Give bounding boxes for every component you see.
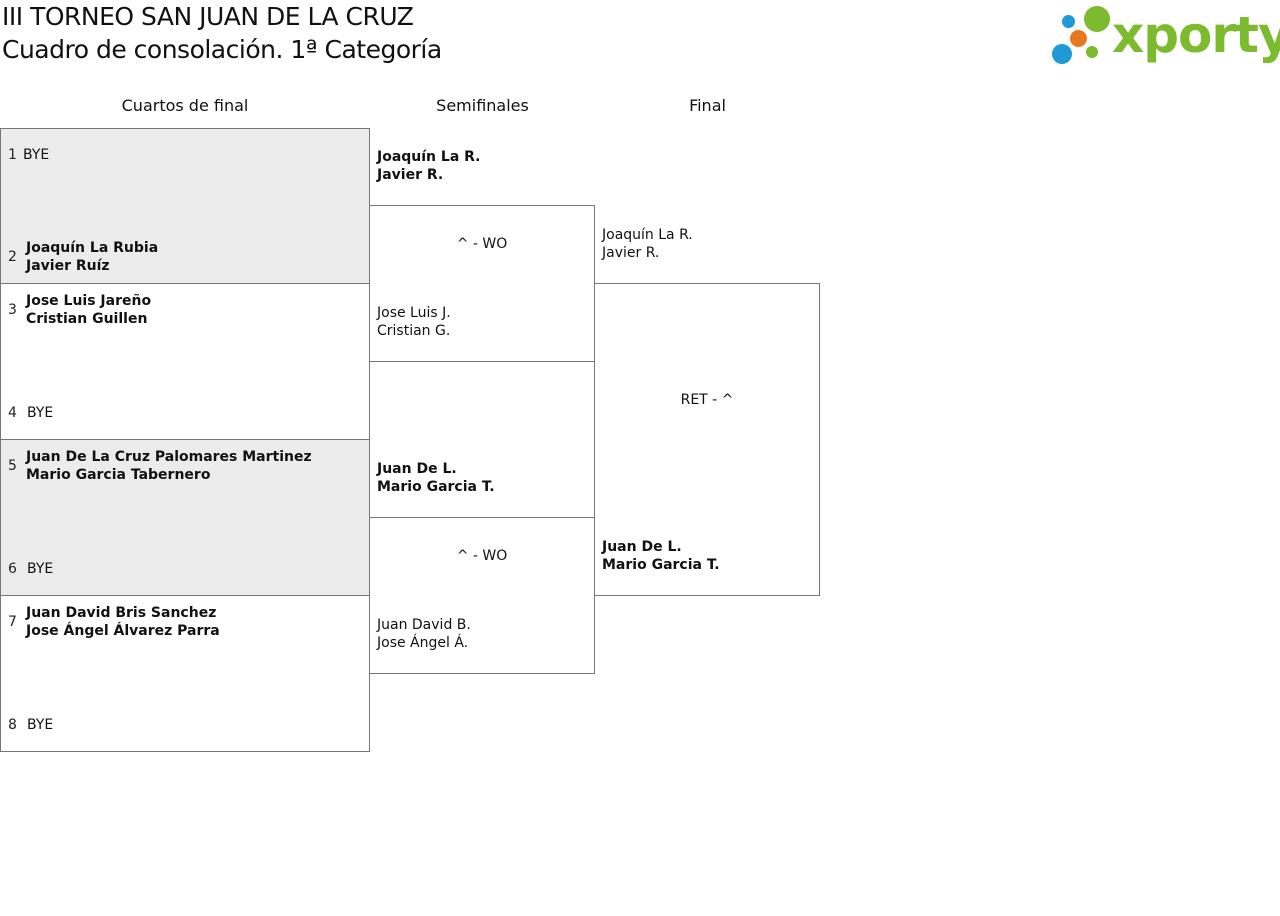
seed-number: 4 bbox=[8, 405, 17, 421]
player-name: Jose Ángel Álvarez Parra bbox=[26, 623, 220, 639]
qf-match-3[interactable]: 5 Juan De La Cruz Palomares Martinez Mar… bbox=[0, 439, 370, 596]
player-name: Jose Luis J. bbox=[377, 305, 451, 321]
round-header-final: Final bbox=[689, 96, 726, 115]
match-score: ^ - WO bbox=[456, 236, 508, 252]
tournament-title: III TORNEO SAN JUAN DE LA CRUZ bbox=[2, 2, 414, 31]
sf-match-2[interactable]: ^ - WO Juan David B. Jose Ángel Á. bbox=[369, 517, 595, 674]
player-name: Javier R. bbox=[602, 245, 660, 261]
player-name: Juan De L. bbox=[602, 539, 682, 555]
player-name: Cristian Guillen bbox=[26, 311, 148, 327]
sf-2-top-team[interactable]: Juan De L. Mario Garcia T. bbox=[377, 460, 495, 496]
player-name: Joaquín La R. bbox=[602, 227, 693, 243]
logo-dot-green-icon bbox=[1084, 6, 1110, 32]
seed-number: 6 bbox=[8, 561, 17, 577]
player-name: Jose Ángel Á. bbox=[377, 635, 469, 651]
team-name: Joaquín La Rubia Javier Ruíz bbox=[26, 239, 158, 275]
player-name: Joaquín La R. bbox=[377, 149, 481, 165]
player-name: Javier Ruíz bbox=[26, 258, 110, 274]
final-match[interactable]: RET - ^ Juan De L. Mario Garcia T. bbox=[594, 283, 820, 596]
match-score: RET - ^ bbox=[680, 392, 734, 408]
seed-number: 3 bbox=[8, 302, 17, 318]
team-name: Juan De L. Mario Garcia T. bbox=[602, 538, 720, 574]
sf-match-1[interactable]: ^ - WO Jose Luis J. Cristian G. bbox=[369, 205, 595, 362]
logo-dot-blue-small-icon bbox=[1062, 15, 1075, 28]
logo-dot-blue-icon bbox=[1052, 44, 1072, 64]
seed-number: 2 bbox=[8, 249, 17, 265]
logo-dot-orange-icon bbox=[1070, 30, 1087, 47]
player-name: Juan David Bris Sanchez bbox=[26, 605, 217, 621]
seed-number: 7 bbox=[8, 614, 17, 630]
seed-number: 8 bbox=[8, 717, 17, 733]
seed-number: 5 bbox=[8, 458, 17, 474]
player-bye: BYE bbox=[23, 147, 50, 163]
qf-match-1[interactable]: 1 BYE 2 Joaquín La Rubia Javier Ruíz bbox=[0, 128, 370, 284]
player-bye: BYE bbox=[27, 561, 54, 577]
xporty-logo[interactable]: xporty bbox=[1050, 4, 1280, 68]
seed-number: 1 bbox=[8, 147, 17, 163]
team-name: Juan De La Cruz Palomares Martinez Mario… bbox=[26, 448, 312, 484]
match-score: ^ - WO bbox=[456, 548, 508, 564]
team-name: Juan David Bris Sanchez Jose Ángel Álvar… bbox=[26, 604, 220, 640]
player-name: Cristian G. bbox=[377, 323, 451, 339]
round-header-semifinals: Semifinales bbox=[436, 96, 529, 115]
player-name: Mario Garcia Tabernero bbox=[26, 467, 211, 483]
player-name: Jose Luis Jareño bbox=[26, 293, 152, 309]
qf-match-2[interactable]: 3 Jose Luis Jareño Cristian Guillen 4 BY… bbox=[0, 283, 370, 440]
team-name: Juan David B. Jose Ángel Á. bbox=[377, 616, 471, 652]
player-name: Javier R. bbox=[377, 167, 444, 183]
team-name: Jose Luis Jareño Cristian Guillen bbox=[26, 292, 151, 328]
team-name: Jose Luis J. Cristian G. bbox=[377, 304, 451, 340]
player-name: Juan De La Cruz Palomares Martinez bbox=[26, 449, 312, 465]
player-bye: BYE bbox=[27, 405, 54, 421]
player-bye: BYE bbox=[27, 717, 54, 733]
draw-subtitle: Cuadro de consolación. 1ª Categoría bbox=[2, 35, 442, 64]
player-name: Joaquín La Rubia bbox=[26, 240, 159, 256]
player-name: Mario Garcia T. bbox=[602, 557, 720, 573]
logo-dot-green-small-icon bbox=[1086, 46, 1098, 58]
player-name: Juan De L. bbox=[377, 461, 457, 477]
player-name: Mario Garcia T. bbox=[377, 479, 495, 495]
player-name: Juan David B. bbox=[377, 617, 471, 633]
logo-wordmark: xporty bbox=[1112, 6, 1280, 64]
sf-1-top-team[interactable]: Joaquín La R. Javier R. bbox=[377, 148, 481, 184]
final-top-team[interactable]: Joaquín La R. Javier R. bbox=[602, 226, 693, 262]
round-header-quarterfinals: Cuartos de final bbox=[121, 96, 249, 115]
qf-match-4[interactable]: 7 Juan David Bris Sanchez Jose Ángel Álv… bbox=[0, 595, 370, 752]
